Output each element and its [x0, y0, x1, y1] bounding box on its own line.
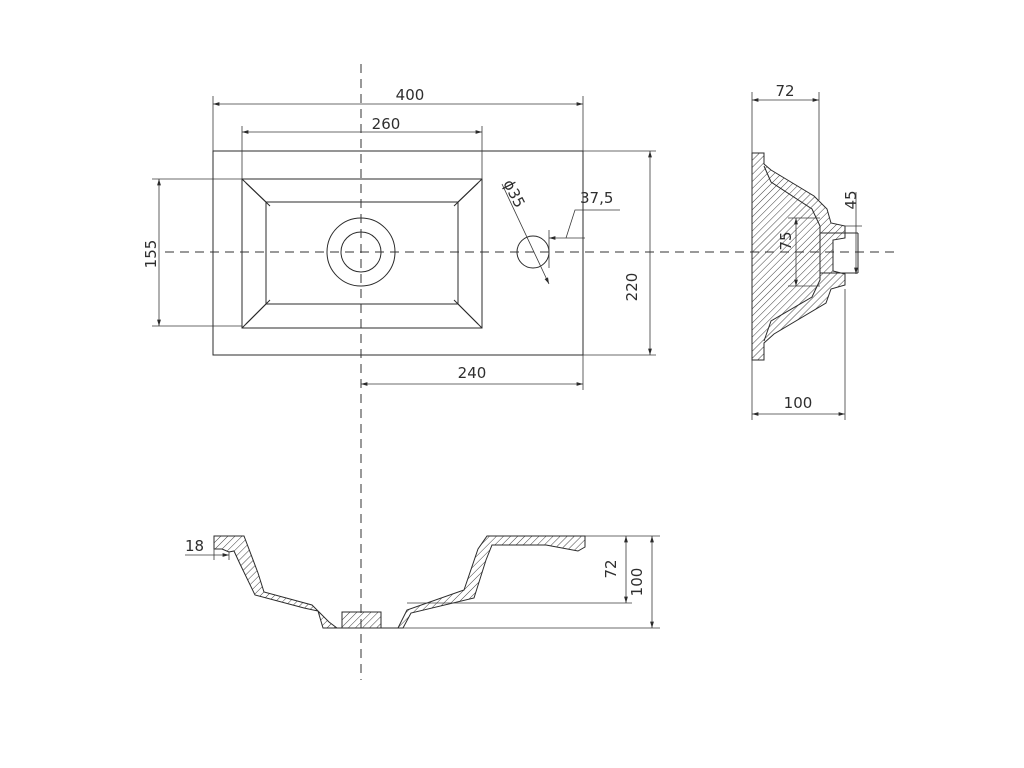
dim-tap-offset-leader [565, 209, 620, 239]
bowl-corner-lines [241, 178, 483, 329]
dim-side-bottom-100: 100 [784, 394, 813, 412]
front-section-profile [213, 535, 586, 629]
bowl-inner-floor [265, 201, 459, 305]
dim-side-drain-75: 75 [777, 231, 795, 250]
side-section-profile [751, 152, 846, 361]
front-section: 18 72 100 [185, 535, 660, 629]
dim-front-rim-18: 18 [185, 537, 204, 555]
basin-outline [212, 150, 584, 356]
bowl-outer-edge [241, 178, 483, 329]
dim-side-outlet-45: 45 [842, 190, 860, 209]
dim-bowl-width-260: 260 [372, 115, 401, 133]
dim-tap-hole-leader [501, 183, 550, 285]
dim-front-height-100: 100 [628, 568, 646, 597]
dim-side-top-72: 72 [775, 82, 794, 100]
dim-width-400: 400 [396, 86, 425, 104]
dim-bowl-depth-155: 155 [142, 240, 160, 269]
dim-depth-220: 220 [623, 273, 641, 302]
dim-tap-offset-37-5: 37,5 [580, 189, 613, 207]
side-inner-contour [763, 165, 821, 342]
dim-offset-240: 240 [458, 364, 487, 382]
dim-front-depth-72: 72 [602, 559, 620, 578]
dim-tap-hole-35: ϕ35 [499, 177, 528, 211]
side-view: 72 100 45 75 [751, 82, 862, 420]
top-view: 400 260 240 155 220 ϕ35 37,5 [142, 64, 900, 680]
